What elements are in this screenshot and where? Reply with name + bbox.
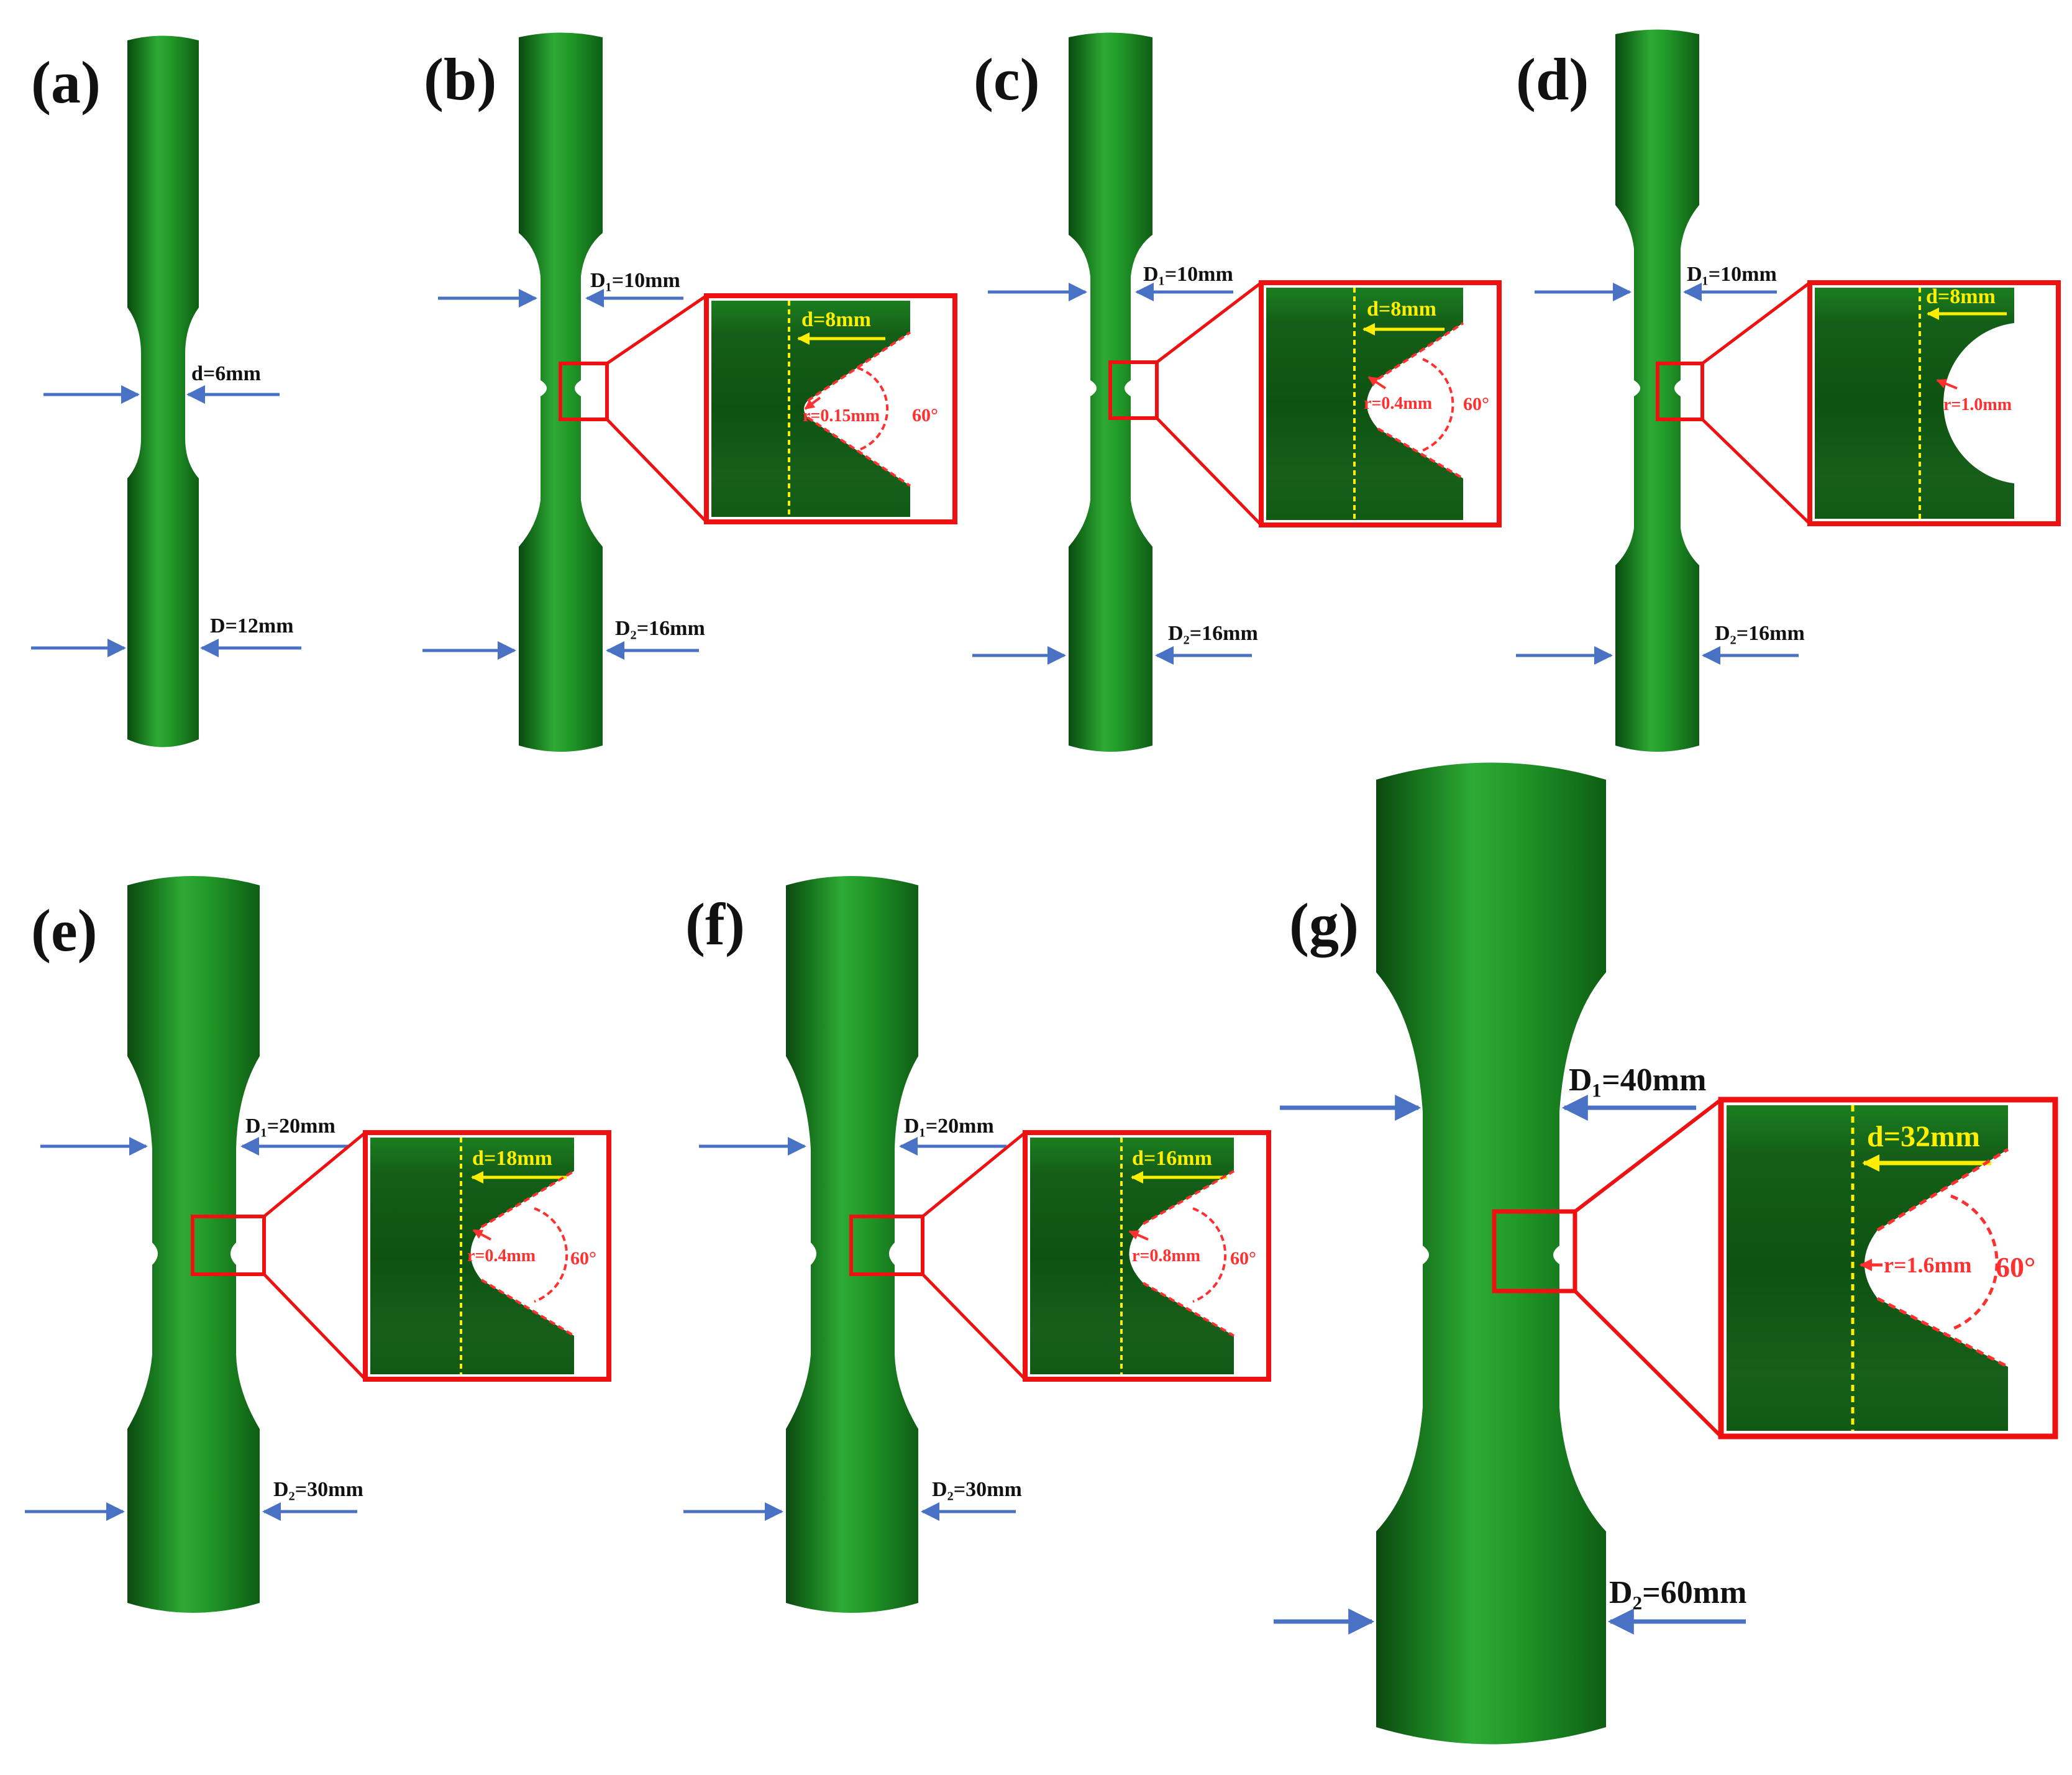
inset-d-label: d=32mm xyxy=(1867,1120,1980,1153)
dim-label-D2: D₂=16mm xyxy=(1715,622,1805,645)
specimen-g-body xyxy=(1376,762,1606,1745)
dim-label-D1: D₁=10mm xyxy=(1687,263,1777,286)
panel-label-a: (a) xyxy=(31,49,101,116)
inset-material xyxy=(1727,1105,2008,1431)
panel-label-c: (c) xyxy=(974,46,1040,112)
dim-label-D2: D₂=60mm xyxy=(1609,1575,1746,1610)
zoom-box xyxy=(849,1215,924,1276)
inset-angle-label: 60° xyxy=(1463,394,1489,414)
dim-label-D1: D₁=20mm xyxy=(904,1115,994,1138)
angle-arc xyxy=(857,367,889,452)
inset-material xyxy=(370,1138,574,1374)
zoom-line-top xyxy=(1701,281,1811,365)
radius-arrow xyxy=(1128,1230,1149,1241)
flank-line-top xyxy=(1876,1148,2009,1232)
zoom-line-bottom xyxy=(606,418,708,523)
flank-line-top xyxy=(480,1170,575,1228)
panel-b: (b) D₁=10mm D₂=16mm d=8mm r=0.15mm 60° xyxy=(422,32,957,752)
zoom-line-bottom xyxy=(1701,418,1811,525)
flank-line-bottom xyxy=(1142,1282,1235,1337)
zoom-line-bottom xyxy=(921,1273,1026,1380)
radius-arrow xyxy=(1367,376,1387,390)
panel-label-g: (g) xyxy=(1289,891,1359,957)
inset-d-label: d=8mm xyxy=(801,308,871,331)
panel-d: (d) D₁=10mm D₂=16mm d=8mm r=1.0mm xyxy=(1516,29,2061,752)
panel-label-e: (e) xyxy=(31,897,98,964)
inset-material xyxy=(1266,288,1463,520)
zoom-line-bottom xyxy=(263,1273,367,1380)
panel-c: (c) D₁=10mm D₂=16mm d=8mm r=0.4mm 60° xyxy=(972,32,1502,752)
specimen-a-body xyxy=(127,35,199,747)
inset-r-label: r=1.6mm xyxy=(1884,1253,1971,1277)
inset-d-label: d=8mm xyxy=(1926,285,1996,308)
inset-angle-label: 60° xyxy=(1230,1248,1256,1269)
flank-line-bottom xyxy=(1377,427,1464,480)
inset-r-label: r=0.4mm xyxy=(467,1246,536,1266)
panel-a: (a) d=6mm D=12mm xyxy=(31,35,301,747)
panel-f: (f) D₁=20mm D₂=30mm d=16mm r=0.8mm 60° xyxy=(683,876,1271,1613)
inset-material xyxy=(1030,1138,1234,1374)
panel-label-b: (b) xyxy=(424,46,496,112)
inset-r-label: r=0.4mm xyxy=(1364,394,1432,413)
dim-label-D2: D₂=16mm xyxy=(615,617,705,640)
panel-g: (g) D₁=40mm D₂=60mm d=32mm r=1.6mm 60° xyxy=(1274,762,2058,1745)
radius-arrow xyxy=(472,1229,491,1241)
zoom-box xyxy=(1656,362,1704,421)
zoom-line-bottom xyxy=(1573,1289,1723,1438)
angle-arc xyxy=(1192,1207,1227,1303)
zoom-box xyxy=(559,362,609,421)
angle-arc xyxy=(534,1207,568,1303)
radius-arrow xyxy=(804,396,821,410)
zoom-line-top xyxy=(263,1131,367,1218)
zoom-line-top xyxy=(606,294,708,365)
flank-line-bottom xyxy=(806,416,911,487)
dim-label-D1: D₁=10mm xyxy=(1143,263,1233,286)
inset-material xyxy=(1815,288,2014,519)
inset-r-label: r=1.0mm xyxy=(1943,395,2012,414)
panel-label-f: (f) xyxy=(685,891,745,957)
dim-label-D2: D₂=30mm xyxy=(273,1478,363,1501)
inset-d-label: d=8mm xyxy=(1367,298,1436,321)
flank-line-top xyxy=(806,331,911,402)
inset-angle-label: 60° xyxy=(570,1248,596,1269)
zoom-line-top xyxy=(1574,1098,1722,1213)
flank-line-top xyxy=(1377,322,1464,380)
inset-angle-label: 60° xyxy=(1996,1251,2035,1283)
flank-line-bottom xyxy=(480,1279,575,1337)
zoom-box xyxy=(1108,360,1159,420)
inset-r-label: r=0.15mm xyxy=(803,406,880,426)
dim-label-D2: D₂=30mm xyxy=(932,1478,1022,1501)
zoom-box xyxy=(191,1215,266,1276)
zoom-line-top xyxy=(921,1131,1026,1218)
inset-material xyxy=(711,301,910,517)
inset-d-label: d=16mm xyxy=(1132,1147,1212,1170)
dim-label-D1: D₁=40mm xyxy=(1569,1062,1706,1098)
radius-arrow xyxy=(1936,379,1958,390)
dim-label-d: d=6mm xyxy=(191,362,261,385)
panel-e: (e) D₁=20mm D₂=30mm d=18mm r=0.4mm 60° xyxy=(25,876,611,1613)
inset-angle-label: 60° xyxy=(912,405,938,426)
zoom-line-top xyxy=(1156,281,1262,363)
inset-r-label: r=0.8mm xyxy=(1132,1246,1200,1266)
zoom-box xyxy=(1492,1209,1577,1294)
angle-arc xyxy=(1950,1194,1999,1331)
dim-label-D1: D₁=10mm xyxy=(590,269,680,292)
inset-d-label: d=18mm xyxy=(472,1147,552,1170)
dim-label-D: D=12mm xyxy=(210,614,294,637)
flank-line-top xyxy=(1142,1170,1235,1225)
dim-label-D2: D₂=16mm xyxy=(1168,622,1258,645)
panel-label-d: (d) xyxy=(1516,46,1589,112)
zoom-line-bottom xyxy=(1156,417,1262,526)
dim-label-D1: D₁=20mm xyxy=(245,1115,335,1138)
